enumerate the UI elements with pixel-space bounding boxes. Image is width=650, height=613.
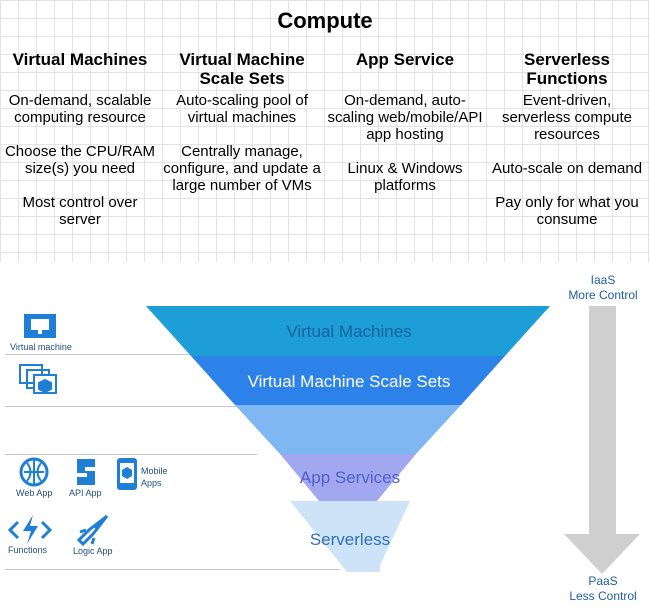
- column-item: Event-driven, serverless compute resourc…: [501, 92, 633, 143]
- divider-line: [5, 454, 257, 455]
- logic-app-icon: [76, 514, 109, 547]
- pyramid-label: Virtual Machine Scale Sets: [248, 372, 451, 391]
- pyramid-tier-blank: [235, 405, 461, 454]
- iaas-label: IaaS More Control: [543, 273, 650, 303]
- more-control-label: More Control: [568, 288, 638, 302]
- pyramid-tier-serverless-base: [290, 501, 410, 572]
- api-app-icon-label: API App: [69, 488, 102, 498]
- column-heading: Serverless Functions: [523, 50, 611, 88]
- column-item: Pay only for what you consume: [495, 194, 639, 228]
- column-virtual-machines: Virtual Machines On-demand, scalable com…: [0, 50, 160, 245]
- column-heading: Virtual Machine Scale Sets: [179, 50, 305, 88]
- compute-diagram: Virtual Machines Virtual Machine Scale S…: [0, 262, 650, 613]
- functions-icon: [7, 515, 53, 544]
- column-vm-scale-sets: Virtual Machine Scale Sets Auto-scaling …: [162, 50, 322, 211]
- pyramid-label: Serverless: [310, 530, 390, 549]
- column-item: On-demand, scalable computing resource: [8, 92, 152, 126]
- pyramid-label: Virtual Machines: [286, 322, 411, 341]
- web-app-icon-label: Web App: [16, 488, 53, 498]
- paas-title: PaaS: [588, 574, 618, 588]
- column-serverless-functions: Serverless Functions Event-driven, serve…: [487, 50, 647, 245]
- column-item: Choose the CPU/RAM size(s) you need: [4, 143, 156, 177]
- paas-label: PaaS Less Control: [543, 574, 650, 604]
- virtual-machine-icon: [24, 314, 56, 338]
- scale-set-icon: [19, 364, 57, 394]
- web-app-icon: [19, 457, 49, 487]
- pyramid-label: App Services: [300, 468, 400, 487]
- column-item: On-demand, auto-scaling web/mobile/API a…: [327, 92, 483, 143]
- control-arrow: [564, 306, 640, 574]
- column-item: Centrally manage, configure, and update …: [163, 143, 321, 194]
- vm-icon-label: Virtual machine: [10, 342, 72, 352]
- page-title: Compute: [277, 8, 373, 33]
- mobile-app-icon: [117, 458, 137, 490]
- column-item: Auto-scale on demand: [491, 160, 643, 177]
- divider-line: [5, 569, 340, 570]
- divider-line: [5, 406, 237, 407]
- pyramid-tier-vm-scale-sets: [191, 356, 505, 405]
- column-heading: App Service: [355, 50, 455, 69]
- pyramid-svg: Virtual Machines Virtual Machine Scale S…: [7, 306, 640, 574]
- functions-icon-label: Functions: [8, 545, 48, 555]
- mobile-app-icon-label: Mobile Apps: [141, 466, 168, 488]
- column-heading: Virtual Machines: [12, 50, 148, 69]
- api-app-icon: [77, 459, 95, 485]
- column-item: Auto-scaling pool of virtual machines: [176, 92, 308, 126]
- iaas-title: IaaS: [590, 273, 616, 287]
- pyramid-tier-app-services: [280, 454, 416, 501]
- column-item: Most control over server: [22, 194, 138, 228]
- less-control-label: Less Control: [569, 589, 637, 603]
- divider-line: [5, 354, 237, 355]
- grid-background: [0, 0, 650, 262]
- column-item: Linux & Windows platforms: [347, 160, 463, 194]
- pyramid-tier-virtual-machines: [146, 306, 550, 356]
- logic-app-icon-label: Logic App: [73, 546, 113, 556]
- column-app-service: App Service On-demand, auto-scaling web/…: [325, 50, 485, 211]
